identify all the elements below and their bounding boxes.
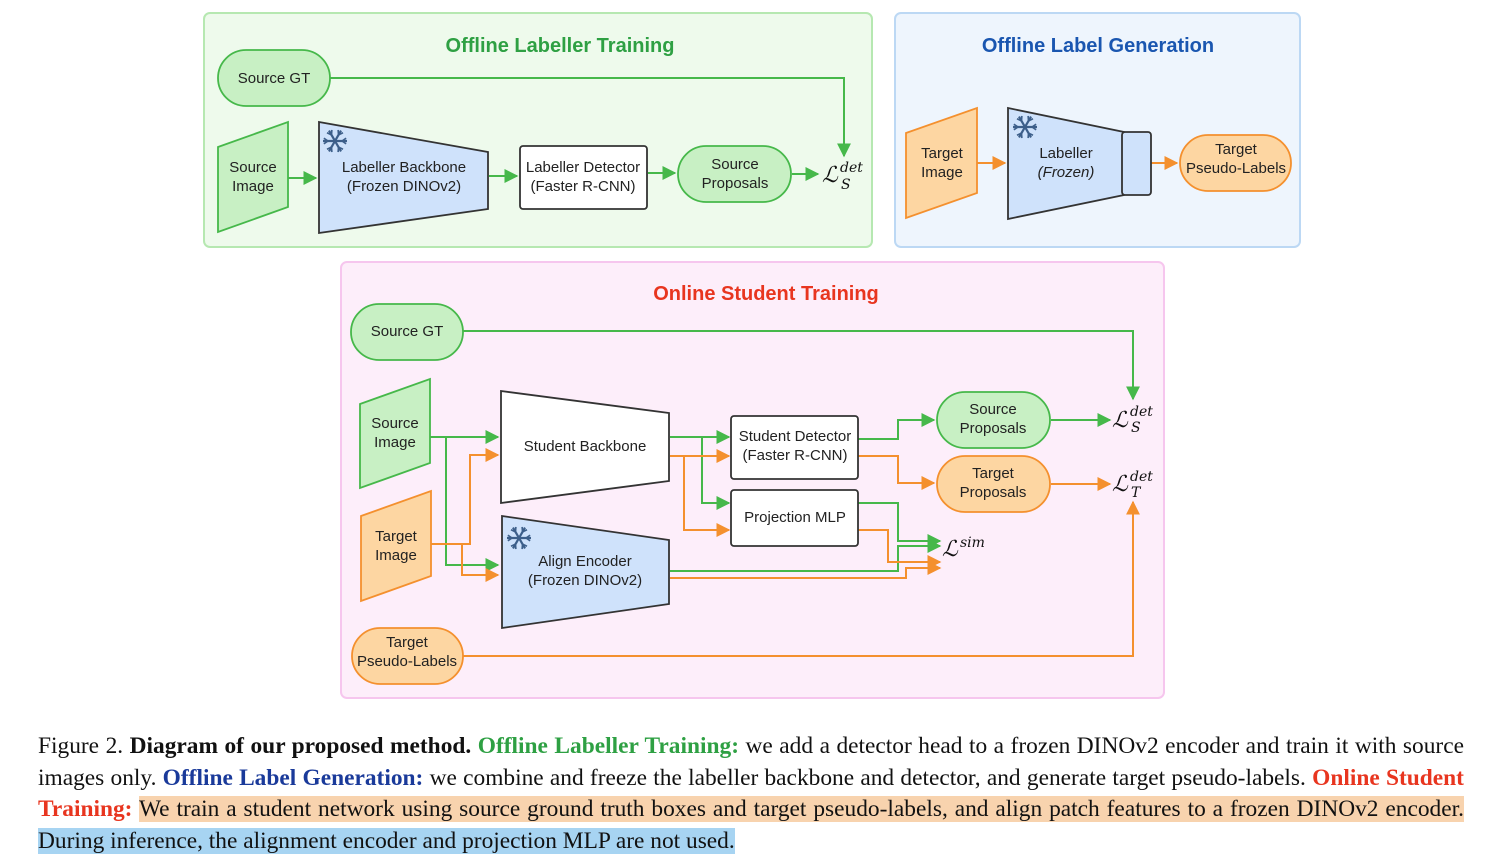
svg-text:Labeller Detector: Labeller Detector — [526, 159, 640, 176]
snowflake-icon — [507, 526, 531, 550]
target-pseudo-labels-node: Target Pseudo-Labels — [351, 627, 464, 685]
caption-highlight-orange[interactable]: We train a student network using source … — [138, 796, 1464, 823]
svg-text:Source: Source — [969, 401, 1017, 418]
caption-offline-training-title: Offline Labeller Training: — [477, 733, 739, 759]
svg-text:det: det — [840, 160, 863, 176]
svg-text:Target: Target — [375, 528, 418, 545]
svg-text:(Frozen DINOv2): (Frozen DINOv2) — [347, 178, 461, 195]
source-image-node: Source Image — [359, 377, 431, 490]
svg-text:(Faster R-CNN): (Faster R-CNN) — [531, 178, 636, 195]
student-backbone-node: Student Backbone — [500, 389, 670, 505]
svg-text:Image: Image — [375, 547, 417, 564]
panel-title: Offline Labeller Training — [446, 35, 675, 57]
svg-text:Target: Target — [972, 465, 1015, 482]
svg-text:ℒ: ℒ — [1112, 408, 1129, 433]
student-detector-node: Student Detector (Faster R-CNN) — [730, 415, 859, 480]
target-pseudo-labels-node: Target Pseudo-Labels — [1179, 134, 1292, 192]
caption-highlight-blue[interactable]: During inference, the alignment encoder … — [38, 827, 735, 854]
svg-text:ℒ: ℒ — [942, 537, 959, 562]
svg-text:Projection MLP: Projection MLP — [744, 509, 846, 526]
svg-text:Labeller Backbone: Labeller Backbone — [342, 159, 466, 176]
loss-det-source: ℒ det S — [1112, 404, 1153, 436]
method-diagram: Offline Labeller Training Source GT Sour… — [203, 12, 1301, 699]
svg-text:(Frozen DINOv2): (Frozen DINOv2) — [528, 572, 642, 589]
svg-text:Proposals: Proposals — [960, 484, 1027, 501]
snowflake-icon — [323, 129, 347, 153]
svg-text:ℒ: ℒ — [1112, 472, 1129, 497]
svg-text:S: S — [841, 177, 851, 193]
projection-mlp-node: Projection MLP — [730, 489, 859, 547]
source-gt-node: Source GT — [217, 49, 331, 107]
svg-text:ℒ: ℒ — [822, 163, 839, 188]
loss-det-target: ℒ det T — [1112, 469, 1153, 501]
svg-text:Proposals: Proposals — [702, 175, 769, 192]
caption-label-generation-text: we combine and freeze the labeller backb… — [429, 764, 1306, 791]
target-image-node: Target Image — [360, 489, 432, 603]
labeller-detector-node: Labeller Detector (Faster R-CNN) — [519, 145, 648, 210]
svg-text:Pseudo-Labels: Pseudo-Labels — [1186, 160, 1286, 177]
panel-title: Offline Label Generation — [982, 35, 1214, 57]
caption-online-training-title: Online Student Training: — [38, 764, 1464, 823]
svg-text:Image: Image — [374, 434, 416, 451]
svg-text:Align Encoder: Align Encoder — [538, 553, 631, 570]
source-gt-node: Source GT — [350, 303, 464, 361]
svg-text:Proposals: Proposals — [960, 420, 1027, 437]
panel-offline-label-generation: Offline Label Generation Target Image La… — [894, 12, 1301, 248]
svg-text:Source: Source — [229, 159, 277, 176]
svg-text:(Frozen): (Frozen) — [1038, 164, 1095, 181]
svg-text:Target: Target — [921, 145, 964, 162]
svg-text:Image: Image — [921, 164, 963, 181]
svg-text:det: det — [1130, 469, 1153, 485]
align-encoder-node: Align Encoder (Frozen DINOv2) — [501, 514, 670, 630]
source-proposals-node: Source Proposals — [936, 391, 1051, 449]
svg-text:Source: Source — [711, 156, 759, 173]
figure-caption: Figure 2. Diagram of our proposed method… — [38, 731, 1464, 857]
svg-text:sim: sim — [960, 535, 985, 551]
svg-text:Target: Target — [386, 634, 429, 651]
source-proposals-node: Source Proposals — [677, 145, 792, 203]
svg-text:Labeller: Labeller — [1039, 145, 1092, 162]
labeller-backbone-node: Labeller Backbone (Frozen DINOv2) — [318, 120, 489, 235]
panel-online-student-training: Online Student Training — [340, 261, 1165, 699]
loss-sim: ℒ sim — [942, 535, 985, 562]
panel-offline-labeller-training: Offline Labeller Training Source GT Sour… — [203, 12, 873, 248]
svg-text:Student Backbone: Student Backbone — [524, 438, 647, 455]
svg-text:T: T — [1131, 485, 1142, 501]
figure-label: Figure 2. — [38, 733, 124, 759]
svg-text:Source GT: Source GT — [238, 70, 311, 87]
svg-text:Image: Image — [232, 178, 274, 195]
svg-text:Student Detector: Student Detector — [739, 428, 852, 445]
source-image-node: Source Image — [217, 120, 289, 234]
loss-det-source: ℒ det S — [822, 160, 863, 193]
labeller-frozen-node: Labeller (Frozen) — [1007, 106, 1152, 221]
svg-text:(Faster R-CNN): (Faster R-CNN) — [743, 447, 848, 464]
caption-offline-training-text: we add a detector head to a frozen DINOv… — [38, 733, 1464, 791]
target-image-node: Target Image — [905, 106, 978, 220]
svg-text:Source: Source — [371, 415, 419, 432]
panel-title: Online Student Training — [653, 283, 879, 305]
svg-text:Pseudo-Labels: Pseudo-Labels — [357, 653, 457, 670]
svg-text:det: det — [1130, 404, 1153, 420]
target-proposals-node: Target Proposals — [936, 455, 1051, 513]
svg-text:Target: Target — [1215, 141, 1258, 158]
caption-label-generation-title: Offline Label Generation: — [162, 764, 424, 791]
svg-text:Source GT: Source GT — [371, 323, 444, 340]
caption-bold-title: Diagram of our proposed method. — [129, 733, 472, 759]
svg-text:S: S — [1131, 420, 1141, 436]
snowflake-icon — [1013, 115, 1037, 139]
